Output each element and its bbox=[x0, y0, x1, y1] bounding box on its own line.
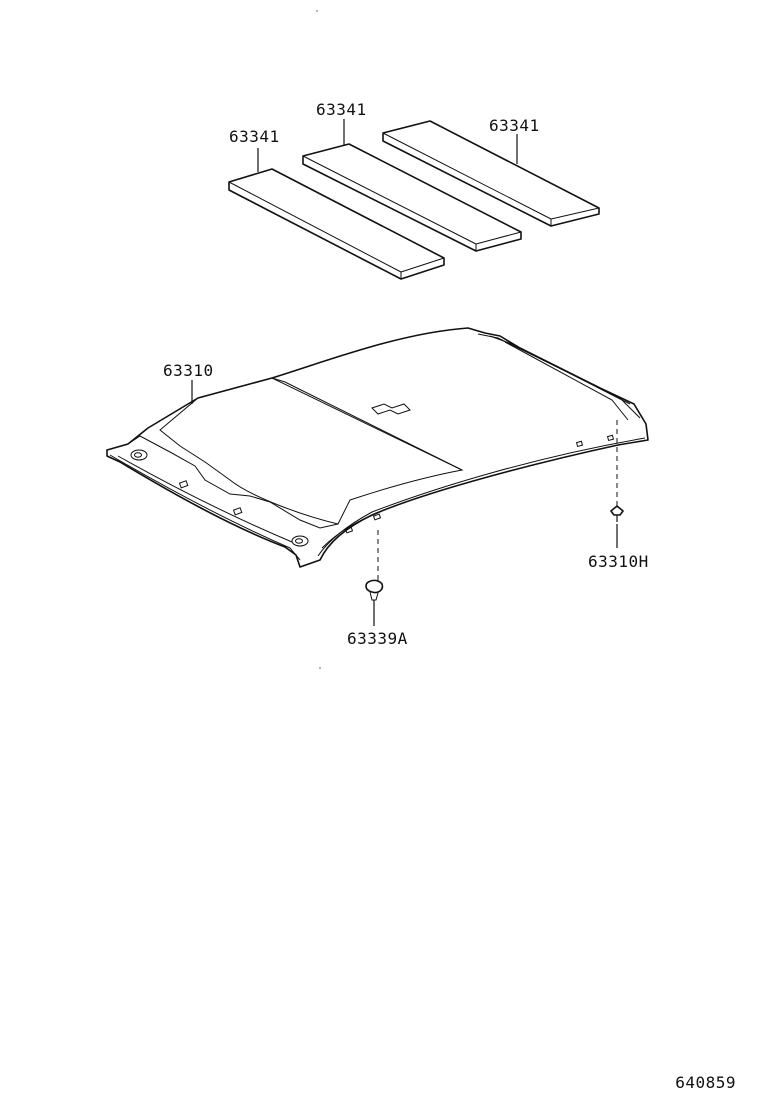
silencer-pad-left[interactable] bbox=[228, 168, 445, 280]
clip-h-part-number: 63310H bbox=[588, 552, 649, 571]
clip-h-fastener[interactable] bbox=[610, 505, 624, 522]
clip-a-part-number: 63339A bbox=[347, 629, 408, 648]
silencer-pad-center[interactable] bbox=[302, 143, 522, 252]
scan-dot bbox=[319, 667, 321, 669]
clip-a-fastener[interactable] bbox=[365, 579, 384, 601]
pad-right-part-number: 63341 bbox=[489, 116, 540, 135]
pad-center-part-number: 63341 bbox=[316, 100, 367, 119]
pad-left-part-number: 63341 bbox=[229, 127, 280, 146]
roof-headliner[interactable] bbox=[106, 327, 649, 568]
headliner-part-number: 63310 bbox=[163, 361, 214, 380]
scan-dot bbox=[316, 10, 318, 12]
diagram-code: 640859 bbox=[675, 1073, 736, 1092]
silencer-pad-right[interactable] bbox=[382, 120, 600, 227]
